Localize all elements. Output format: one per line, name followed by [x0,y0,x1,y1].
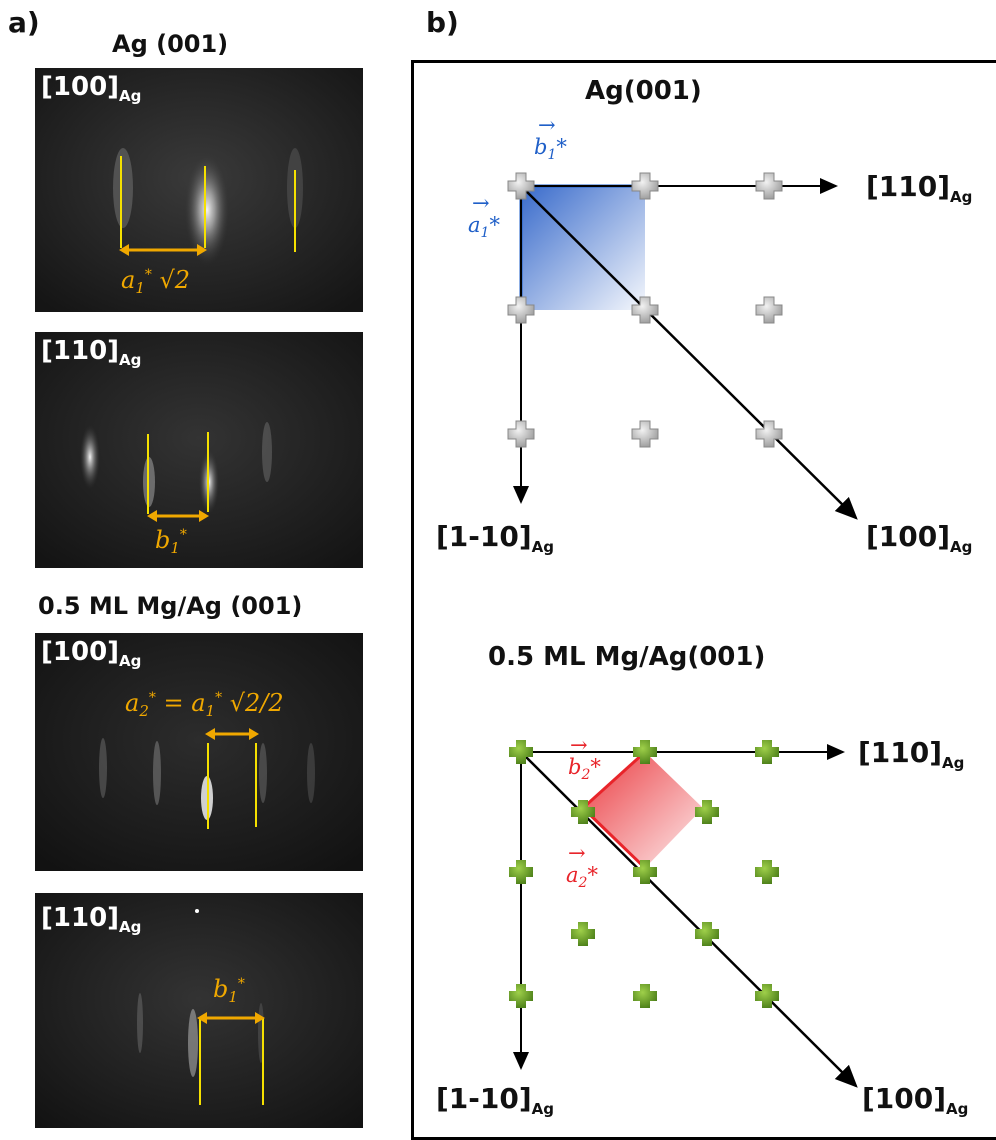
lattice-point [507,172,535,200]
direction-label: [110]Ag [41,903,142,936]
panel-b-letter: b) [426,6,459,39]
spacing-arrow [119,244,207,256]
streak-line-3 [294,170,296,252]
lattice-title-mg: 0.5 ML Mg/Ag(001) [488,642,766,672]
spacing-label: a1* √2 [121,266,191,297]
lattice-point [571,922,595,946]
streak-line-1 [120,156,122,248]
direction-label: [100]Ag [41,72,142,105]
axis-label-1-10: [1-10]Ag [436,520,555,556]
heading-mg-ag-001: 0.5 ML Mg/Ag (001) [38,592,303,620]
heading-ag-001: Ag (001) [112,30,229,58]
spacing-arrow [205,728,259,740]
lattice-point [755,172,783,200]
direction-label: [100]Ag [41,637,142,670]
spacing-label: b1* [155,526,187,557]
spacing-arrow [197,1012,265,1024]
vector-a1-label: → a1* [468,191,500,241]
vector-b2-label: → b2* [568,733,601,783]
streak-line-1 [199,1018,201,1105]
lattice-title-ag: Ag(001) [585,76,702,106]
axis-label-100-bottom: [100]Ag [862,1082,969,1118]
lattice-point [633,860,657,884]
ag-lattice-points [507,172,783,448]
lattice-point [571,800,595,824]
vector-a2-label: → a2* [566,841,598,891]
lattice-diagram-ag [507,172,858,1088]
streak-line-2 [262,1018,264,1105]
panel-a-letter: a) [8,6,40,39]
streak-line-1 [147,434,149,514]
rheed-image-ag-110: [110]Ag b1* [35,332,363,568]
axis-label-110: [110]Ag [866,170,973,206]
vector-b1-label: → b1* [534,113,567,163]
spacing-equation-label: a2* = a1* √2/2 [125,689,284,720]
axis-label-100: [100]Ag [866,520,973,556]
streak-line-2 [204,166,206,248]
lattice-point [507,420,535,448]
lattice-point [631,296,659,324]
rheed-image-ag-100: [100]Ag a1* √2 [35,68,363,312]
lattice-point [755,296,783,324]
streak-line-1 [207,743,209,829]
rheed-image-mg-110: [110]Ag b1* [35,893,363,1128]
lattice-point [507,296,535,324]
axis-label-1-10-bottom: [1-10]Ag [436,1082,555,1118]
lattice-point [633,740,657,764]
lattice-point [755,420,783,448]
lattice-point [509,984,533,1008]
lattice-point [631,420,659,448]
rheed-image-mg-100: [100]Ag a2* = a1* √2/2 [35,633,363,871]
streak-line-2 [255,743,257,827]
streak-line-2 [207,432,209,512]
lattice-point [755,740,779,764]
lattice-point [631,172,659,200]
spacing-label: b1* [213,975,245,1006]
mg-lattice-points [509,740,779,1008]
lattice-point [509,740,533,764]
lattice-point [633,984,657,1008]
spacing-arrow [147,510,209,522]
lattice-point [695,800,719,824]
lattice-point [695,922,719,946]
lattice-point [509,860,533,884]
axis-label-110-bottom: [110]Ag [858,736,965,772]
cell-edge-b2 [581,750,647,810]
lattice-point [755,860,779,884]
direction-label: [110]Ag [41,336,142,369]
lattice-point [755,984,779,1008]
red-unit-cell [583,752,703,868]
cell-edge-a2 [581,806,647,870]
axis-100-arrow [520,185,858,520]
